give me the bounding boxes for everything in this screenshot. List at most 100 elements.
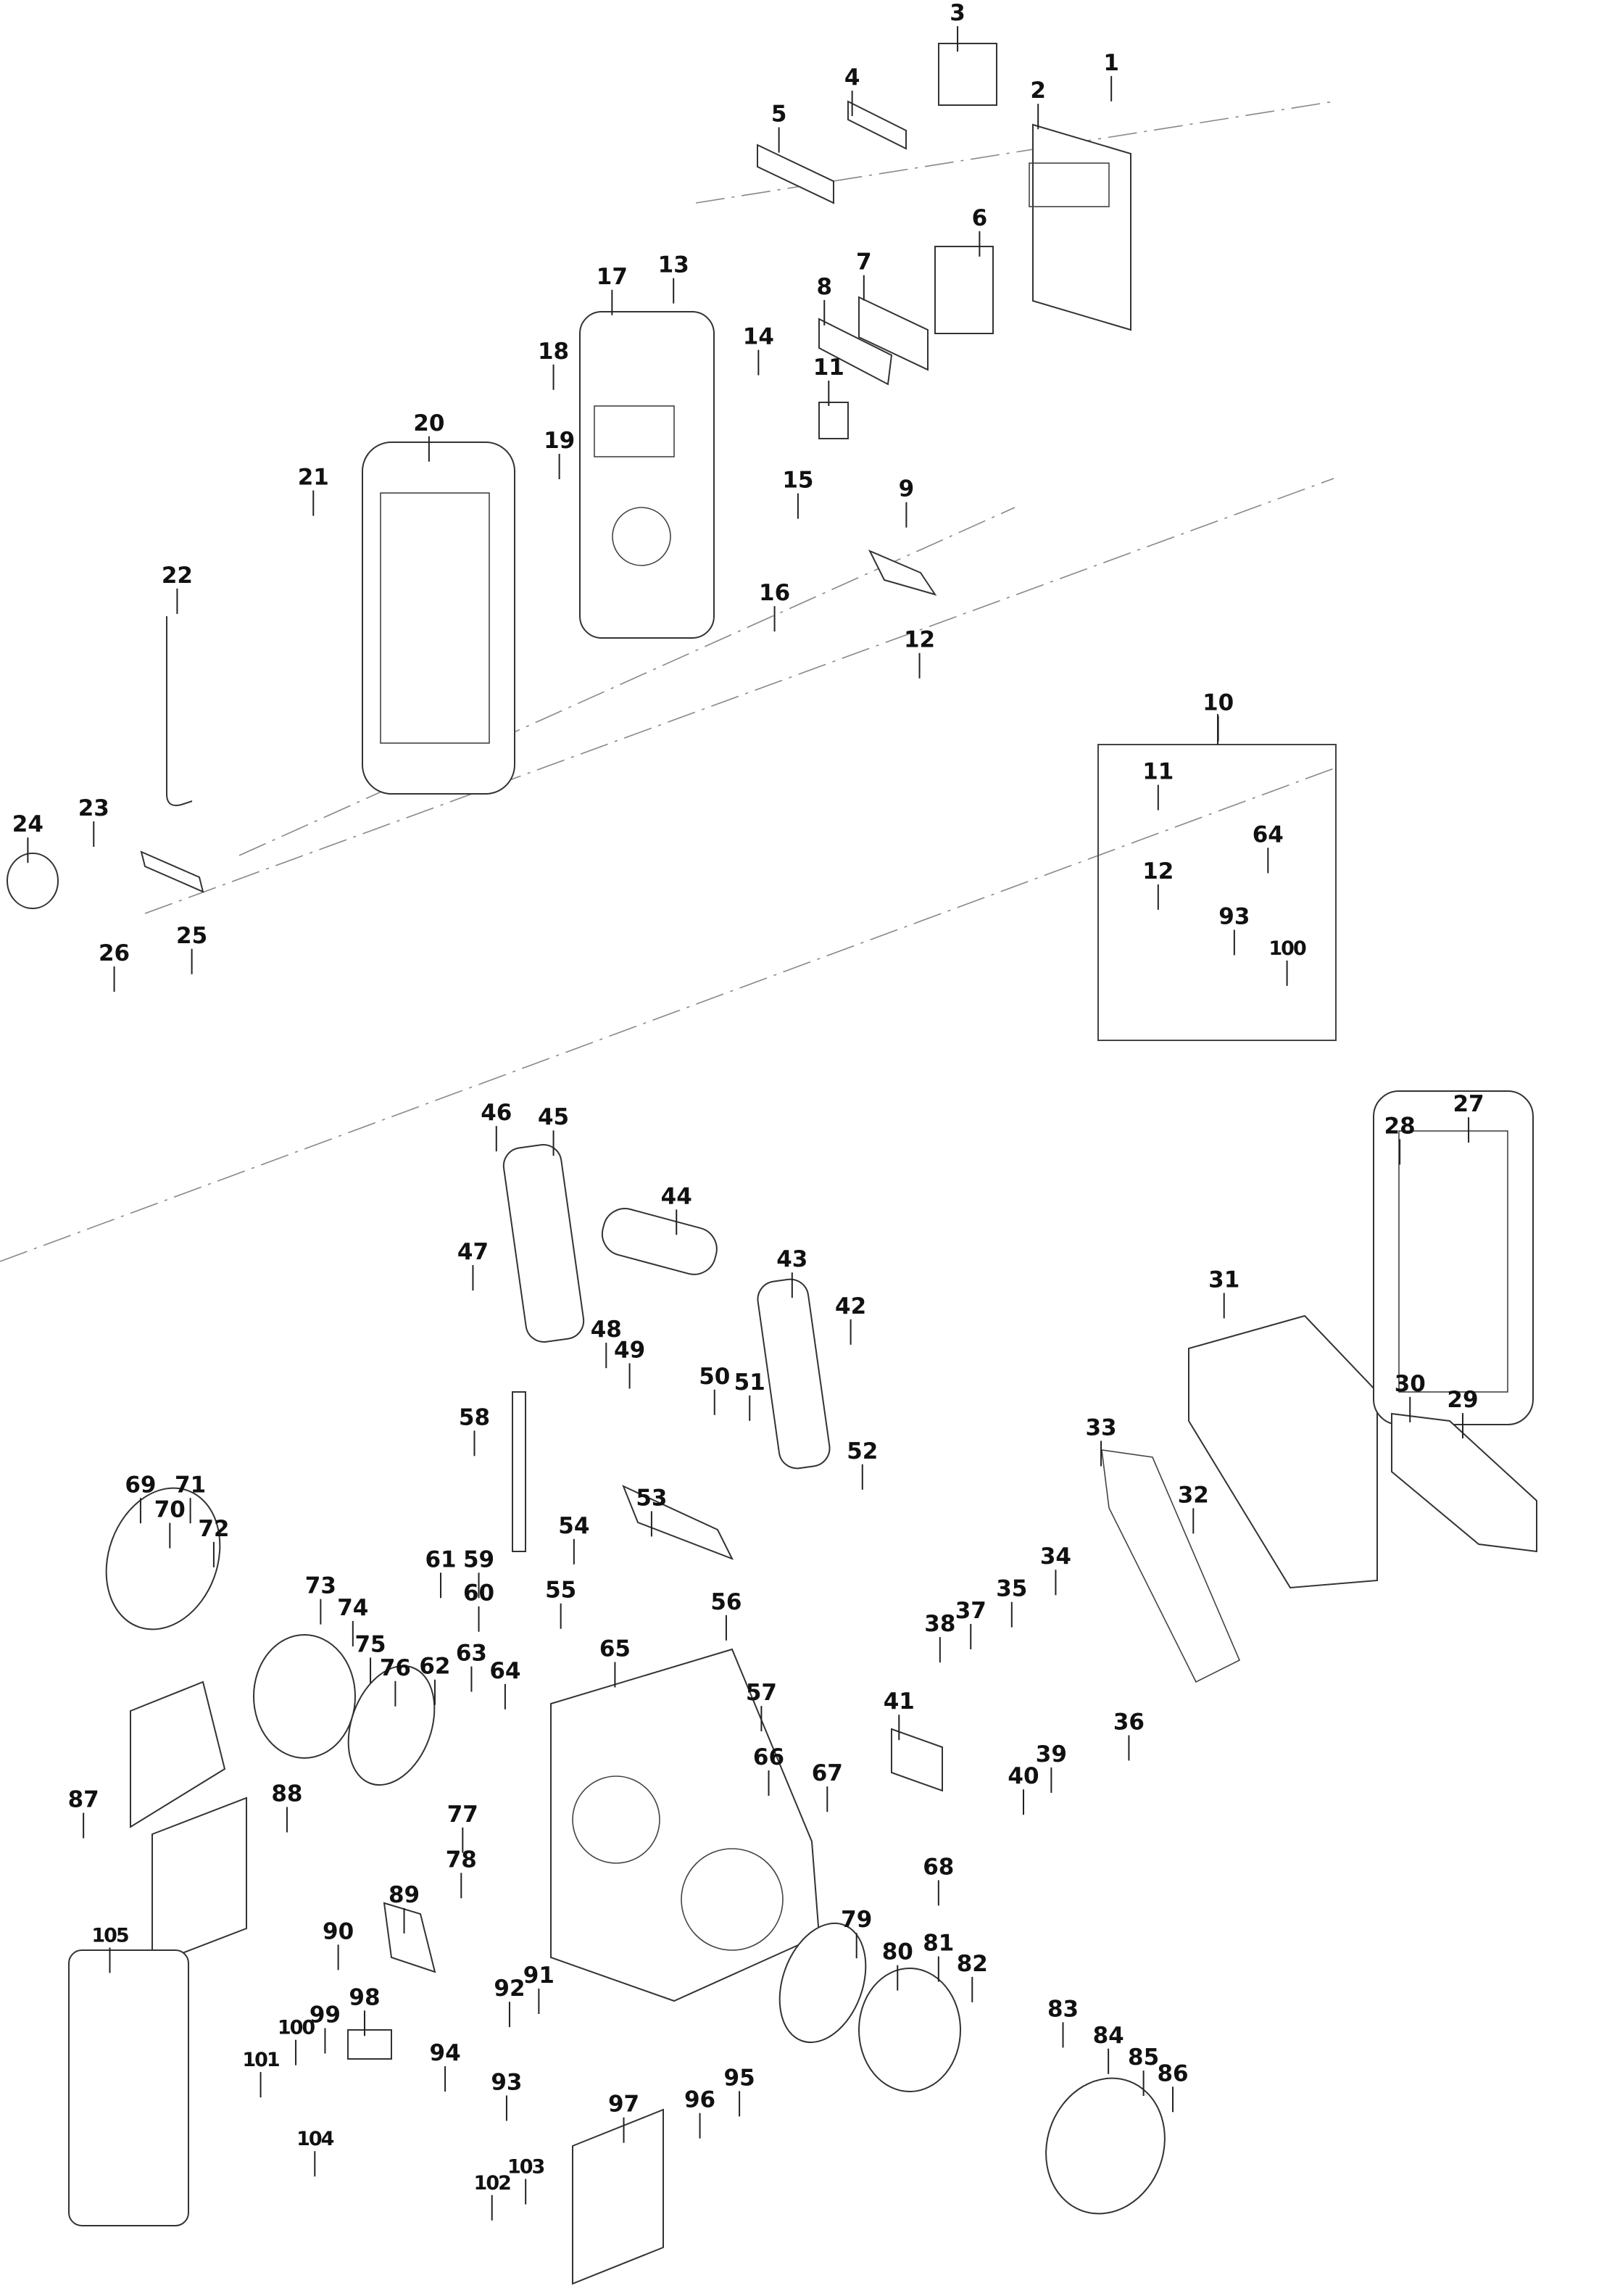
callout-36: 36 (1113, 1709, 1145, 1736)
rear-housing-31 (1188, 1314, 1378, 1589)
callout-38: 38 (924, 1611, 955, 1637)
callout-90: 90 (323, 1918, 354, 1944)
cover-105 (68, 1949, 189, 2226)
callout-6: 6 (972, 205, 988, 231)
gasket-33 (1101, 1449, 1241, 1683)
panel-97 (572, 2108, 664, 2285)
callout-58: 58 (459, 1404, 490, 1430)
callout-96: 96 (684, 2087, 715, 2113)
callout-3: 3 (950, 0, 965, 26)
bracket-30 (1391, 1412, 1537, 1553)
callout-labels: 1234567891112131415161718192021222324252… (12, 0, 1484, 2221)
callout-18: 18 (538, 339, 569, 365)
callout-92: 92 (494, 1976, 525, 2002)
callout-33: 33 (1085, 1414, 1116, 1441)
callout-50: 50 (699, 1364, 730, 1390)
callout-44: 44 (661, 1183, 692, 1209)
speaker-grille-84 (1045, 2077, 1166, 2215)
callout-97: 97 (608, 2092, 639, 2118)
callout-79: 79 (841, 1907, 872, 1933)
callout-103: 103 (507, 2156, 544, 2179)
callout-69: 69 (125, 1472, 156, 1498)
board-89 (383, 1902, 436, 1973)
bracket-25 (140, 850, 204, 893)
antenna-58 (512, 1391, 526, 1552)
callout-4: 4 (844, 65, 860, 91)
callout-100: 100 (278, 2017, 315, 2039)
callout-70: 70 (154, 1497, 186, 1523)
callout-45: 45 (538, 1104, 569, 1130)
callout-84: 84 (1093, 2023, 1124, 2049)
callout-55: 55 (545, 1578, 576, 1604)
callout-2: 2 (1030, 78, 1046, 104)
callout-81: 81 (923, 1931, 954, 1957)
callout-22: 22 (162, 563, 193, 589)
callout-49: 49 (614, 1337, 645, 1363)
pcb-sheet-6 (934, 246, 994, 334)
callout-77: 77 (447, 1802, 478, 1828)
callout-105: 105 (91, 1924, 128, 1947)
callout-82: 82 (957, 1951, 988, 1977)
callout-78: 78 (446, 1847, 477, 1873)
callout-93: 93 (491, 2069, 522, 2095)
callout-53: 53 (636, 1485, 667, 1511)
callout-41: 41 (884, 1688, 915, 1715)
board-41 (891, 1728, 943, 1792)
callout-51: 51 (734, 1369, 765, 1396)
button-pad-8 (818, 318, 893, 386)
frame-20 (362, 442, 515, 795)
callout-32: 32 (1178, 1482, 1209, 1508)
callout-64: 64 (489, 1658, 520, 1684)
callout-57: 57 (746, 1680, 777, 1706)
callout-43: 43 (776, 1246, 807, 1272)
pcb-sheet-3 (938, 43, 997, 106)
speaker-80 (858, 1968, 961, 2092)
callout-73: 73 (305, 1573, 336, 1599)
callout-62: 62 (419, 1654, 450, 1680)
callout-kit-93: 93 (1218, 904, 1250, 930)
callout-20: 20 (413, 410, 444, 436)
callout-48: 48 (591, 1317, 622, 1343)
callout-95: 95 (724, 2065, 755, 2091)
kit-box-10 (1097, 744, 1337, 1041)
callout-88: 88 (271, 1781, 302, 1807)
button-strip-7 (858, 296, 929, 371)
button-pad-5 (757, 144, 834, 204)
callout-91: 91 (523, 1963, 555, 1989)
callout-24: 24 (12, 811, 43, 837)
board-98 (347, 2029, 392, 2060)
callout-28: 28 (1384, 1113, 1416, 1139)
callout-71: 71 (175, 1472, 206, 1498)
callout-72: 72 (198, 1516, 229, 1542)
callout-89: 89 (389, 1882, 420, 1908)
callout-17: 17 (597, 264, 628, 290)
knob-24 (7, 853, 59, 909)
callout-31: 31 (1208, 1267, 1239, 1293)
callout-47: 47 (457, 1239, 489, 1265)
panel-87 (130, 1680, 226, 1828)
callout-76: 76 (380, 1655, 411, 1681)
callout-63: 63 (456, 1641, 487, 1667)
callout-kit-100: 100 (1268, 937, 1306, 960)
callout-21: 21 (298, 465, 329, 491)
callout-25: 25 (176, 923, 207, 949)
callout-1: 1 (1103, 50, 1119, 76)
callout-67: 67 (812, 1760, 843, 1786)
callout-94: 94 (430, 2040, 461, 2066)
panel-88 (151, 1796, 247, 1966)
callout-8: 8 (816, 274, 832, 300)
callout-15: 15 (782, 468, 813, 494)
callout-27: 27 (1453, 1091, 1484, 1117)
handle-22 (166, 616, 193, 806)
button-strip-4 (847, 100, 907, 150)
callout-35: 35 (996, 1576, 1027, 1602)
callout-86: 86 (1157, 2060, 1188, 2086)
callout-42: 42 (835, 1293, 866, 1319)
callout-14: 14 (743, 324, 774, 350)
callout-74: 74 (337, 1595, 368, 1621)
callout-23: 23 (78, 795, 109, 821)
callout-30: 30 (1395, 1371, 1426, 1397)
callout-13: 13 (658, 252, 689, 278)
callout-12: 12 (904, 627, 935, 653)
